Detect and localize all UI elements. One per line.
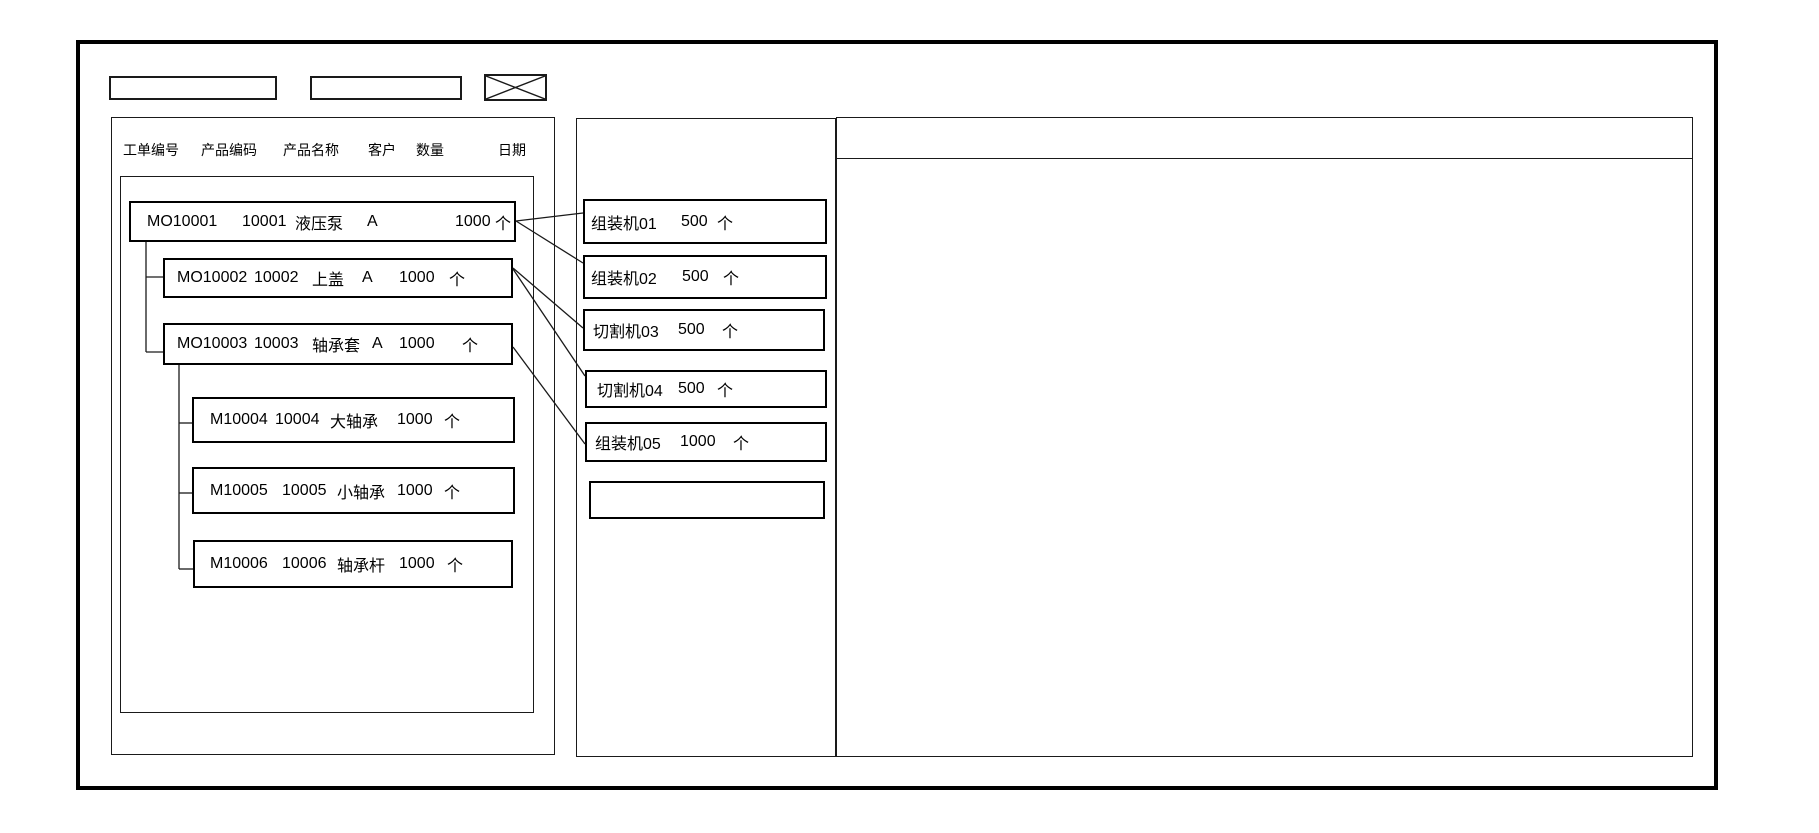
machine-qty: 1000: [680, 433, 716, 450]
machine-unit: 个: [717, 383, 734, 400]
product-code: 10006: [282, 555, 327, 572]
machine-unit: 个: [723, 271, 740, 288]
machine-name: 切割机04: [597, 383, 663, 400]
unit: 个: [449, 272, 466, 289]
close-icon: [486, 76, 545, 99]
order-node-mo10002[interactable]: MO10002 10002 上盖 A 1000 个: [163, 258, 513, 298]
order-no: MO10001: [147, 212, 218, 230]
customer: A: [367, 212, 378, 230]
product-code: 10002: [254, 269, 299, 286]
machine-qty: 500: [681, 212, 708, 230]
detail-panel: [836, 117, 1693, 757]
machine-node-3[interactable]: 切割机03 500 个: [583, 309, 825, 351]
machine-qty: 500: [678, 321, 705, 338]
machine-unit: 个: [733, 436, 750, 453]
detail-panel-header-divider: [837, 158, 1692, 159]
machine-qty: 500: [678, 380, 705, 397]
product-name: 轴承套: [312, 338, 361, 355]
product-name: 小轴承: [337, 484, 386, 502]
machine-unit: 个: [717, 215, 734, 233]
column-header-date: 日期: [498, 142, 526, 158]
order-node-mo10003[interactable]: MO10003 10003 轴承套 A 1000 个: [163, 323, 513, 365]
order-node-m10005[interactable]: M10005 10005 小轴承 1000 个: [192, 467, 515, 514]
machine-unit: 个: [722, 324, 739, 341]
qty: 1000: [397, 411, 433, 428]
machine-qty: 500: [682, 268, 709, 285]
machine-node-empty[interactable]: [589, 481, 825, 519]
column-header-product-name: 产品名称: [283, 142, 339, 158]
order-tree-container: [120, 176, 534, 713]
toolbar-field-1[interactable]: [109, 76, 277, 100]
unit: 个: [462, 338, 479, 355]
machine-name: 组装机02: [591, 271, 657, 288]
qty: 1000: [455, 212, 491, 230]
order-node-mo10001[interactable]: MO10001 10001 液压泵 A 1000 个: [129, 201, 516, 242]
order-node-m10004[interactable]: M10004 10004 大轴承 1000 个: [192, 397, 515, 443]
column-header-qty: 数量: [416, 142, 444, 158]
product-name: 大轴承: [330, 414, 379, 431]
toolbar-field-2[interactable]: [310, 76, 462, 100]
customer: A: [372, 335, 383, 352]
column-header-order-no: 工单编号: [123, 142, 179, 158]
machine-node-5[interactable]: 组装机05 1000 个: [585, 422, 827, 462]
close-button[interactable]: [484, 74, 547, 101]
column-header-customer: 客户: [368, 142, 396, 158]
order-no: MO10002: [177, 269, 248, 286]
unit: 个: [495, 215, 512, 233]
column-header-product-code: 产品编码: [201, 142, 257, 158]
machine-name: 组装机01: [591, 215, 657, 233]
order-no: M10004: [210, 411, 268, 428]
order-no: M10006: [210, 555, 268, 572]
product-name: 液压泵: [295, 215, 344, 233]
product-name: 轴承杆: [337, 558, 386, 575]
qty: 1000: [399, 555, 435, 572]
order-node-m10006[interactable]: M10006 10006 轴承杆 1000 个: [193, 540, 513, 588]
machine-node-1[interactable]: 组装机01 500 个: [583, 199, 827, 244]
machine-name: 切割机03: [593, 324, 659, 341]
unit: 个: [444, 414, 461, 431]
product-code: 10001: [242, 212, 287, 230]
product-code: 10003: [254, 335, 299, 352]
customer: A: [362, 269, 373, 286]
unit: 个: [447, 558, 464, 575]
machine-node-2[interactable]: 组装机02 500 个: [583, 255, 827, 299]
product-name: 上盖: [312, 272, 345, 289]
unit: 个: [444, 484, 461, 502]
product-code: 10004: [275, 411, 320, 428]
product-code: 10005: [282, 481, 327, 499]
machine-node-4[interactable]: 切割机04 500 个: [585, 370, 827, 408]
qty: 1000: [397, 481, 433, 499]
qty: 1000: [399, 269, 435, 286]
qty: 1000: [399, 335, 435, 352]
app-window-border: [76, 40, 1718, 790]
order-no: M10005: [210, 481, 268, 499]
order-no: MO10003: [177, 335, 248, 352]
machine-name: 组装机05: [595, 436, 661, 453]
